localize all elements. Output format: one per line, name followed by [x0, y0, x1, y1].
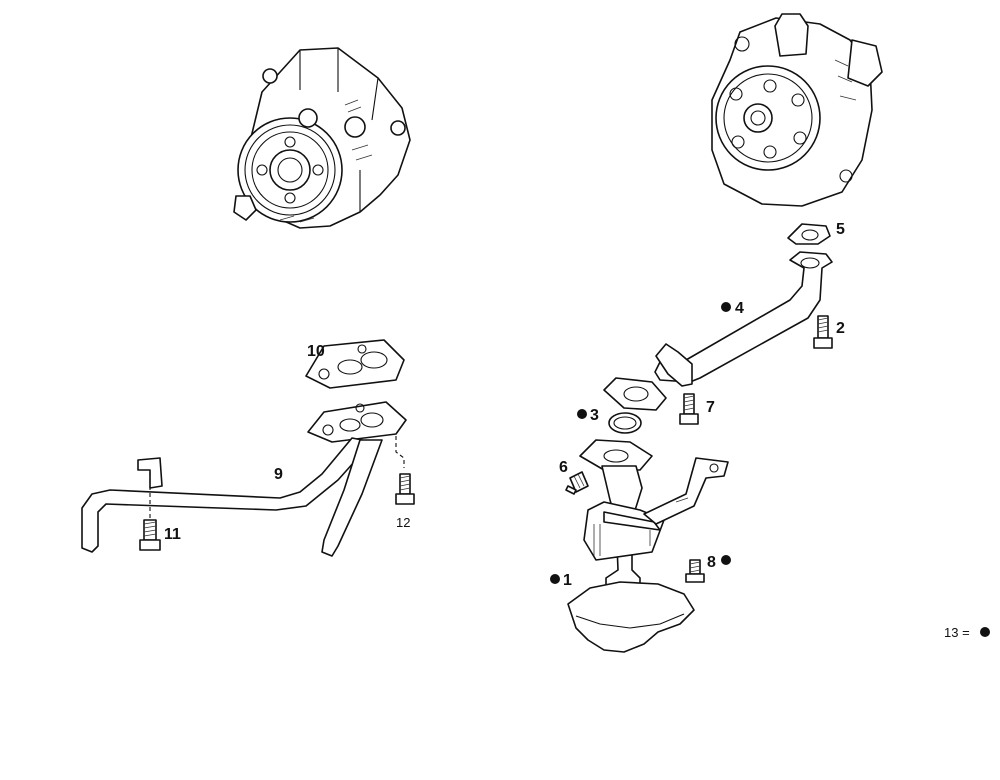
callout-11: 11: [164, 526, 181, 543]
bolt-12: [395, 473, 415, 505]
pipe-9: [81, 437, 373, 553]
callout-3: 3: [590, 407, 599, 424]
strainer-bowl: [567, 581, 695, 653]
callout-12: 12: [396, 515, 410, 530]
suction-pipe-group: [81, 339, 415, 557]
o-ring-3: [608, 412, 642, 434]
pipe-flange: [307, 401, 407, 443]
callout-10: 10: [307, 343, 325, 360]
bolt-6: [565, 471, 589, 495]
gasket-10: [305, 339, 405, 389]
callout-5: 5: [836, 221, 845, 238]
legend: 13 =: [944, 625, 990, 640]
callout-1: 1: [563, 572, 572, 589]
legend-text: 13 =: [944, 625, 970, 640]
oil-pump-gear-assembly: [233, 47, 411, 229]
bolt-2: [813, 315, 833, 349]
marker-dot: [550, 574, 560, 584]
lower-flange: [603, 377, 667, 411]
oil-pickup-group: [565, 223, 833, 653]
callout-2: 2: [836, 320, 845, 337]
callout-4: 4: [735, 300, 744, 317]
callout-labels: 1 2 3 4 5 6 7 8 9 10 11 12: [164, 221, 845, 589]
callout-8: 8: [707, 554, 716, 571]
gasket-5: [787, 223, 831, 245]
marker-dot: [721, 555, 731, 565]
callout-6: 6: [559, 459, 568, 476]
marker-dot: [577, 409, 587, 419]
bolt-8: [685, 559, 705, 583]
bolt-11: [139, 519, 161, 551]
callout-9: 9: [274, 466, 283, 483]
vacuum-pump-assembly: [711, 13, 883, 207]
legend-marker-dot: [980, 627, 990, 637]
marker-dot: [721, 302, 731, 312]
bolt-7: [679, 393, 699, 425]
callout-7: 7: [706, 399, 715, 416]
